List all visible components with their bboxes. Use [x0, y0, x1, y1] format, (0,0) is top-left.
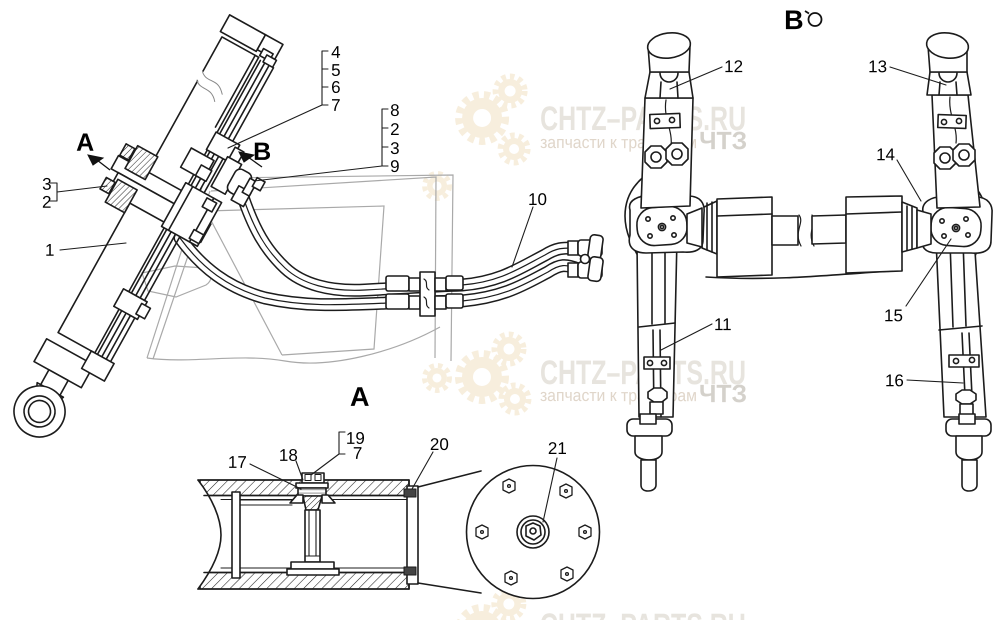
svg-text:A: A [350, 382, 370, 412]
svg-text:12: 12 [724, 57, 743, 76]
svg-text:4: 4 [331, 43, 340, 62]
svg-text:13: 13 [868, 57, 887, 76]
svg-text:19: 19 [346, 429, 365, 448]
svg-text:21: 21 [548, 439, 567, 458]
svg-text:7: 7 [331, 96, 340, 115]
svg-text:14: 14 [876, 145, 895, 164]
svg-text:18: 18 [279, 446, 298, 465]
svg-text:B: B [253, 138, 271, 166]
svg-text:9: 9 [390, 157, 399, 176]
svg-text:5: 5 [331, 61, 340, 80]
svg-text:CHTZ–PARTS.RU: CHTZ–PARTS.RU [540, 607, 746, 620]
svg-text:11: 11 [714, 315, 732, 334]
svg-text:1: 1 [45, 241, 54, 260]
svg-text:15: 15 [884, 306, 903, 325]
svg-text:20: 20 [430, 435, 449, 454]
svg-text:3: 3 [42, 175, 51, 194]
svg-text:B: B [784, 5, 804, 35]
svg-text:3: 3 [390, 139, 399, 158]
svg-text:A: A [76, 129, 94, 157]
svg-text:16: 16 [885, 371, 904, 390]
svg-text:6: 6 [331, 78, 340, 97]
svg-text:17: 17 [228, 453, 247, 472]
svg-text:10: 10 [528, 190, 547, 209]
svg-text:7: 7 [353, 444, 362, 463]
svg-text:ЧТЗ: ЧТЗ [699, 127, 747, 155]
svg-text:2: 2 [42, 193, 51, 212]
svg-text:8: 8 [390, 101, 399, 120]
svg-text:2: 2 [390, 120, 399, 139]
svg-text:ЧТЗ: ЧТЗ [699, 380, 747, 408]
